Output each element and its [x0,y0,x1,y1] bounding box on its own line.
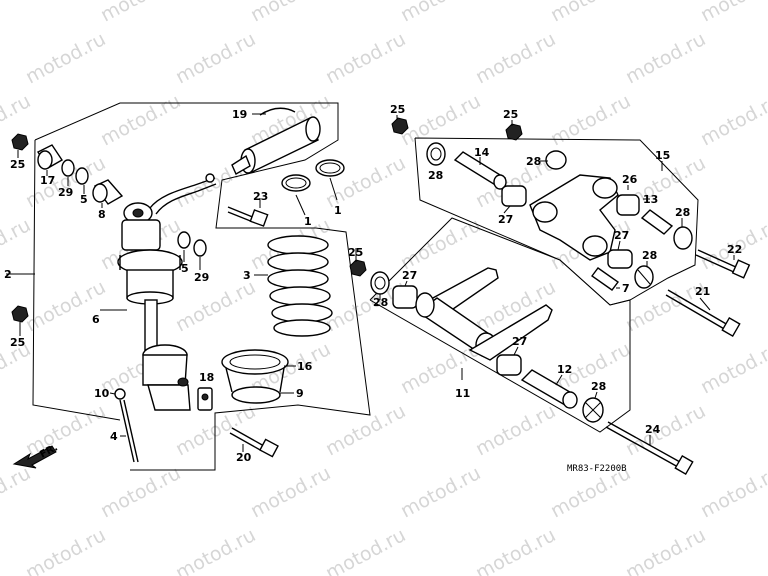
callout-28-f: 28 [591,380,606,393]
link-assembly-boundary [414,137,699,306]
callout-25-b: 25 [10,336,25,349]
front-arrow: FR. [12,442,60,469]
callout-29-b: 29 [194,271,209,284]
callout-28-b: 28 [526,155,541,168]
callout-7: 7 [622,282,630,295]
callout-25-d: 25 [390,103,405,116]
shock-assembly-boundary [6,102,371,471]
callout-labels: 1 1 2 3 4 5 5 6 7 8 9 10 11 12 13 14 15 … [4,103,742,464]
link-arms [370,267,604,423]
bolt-23 [227,206,269,227]
callout-23: 23 [253,190,268,203]
callout-14: 14 [474,146,490,159]
callout-13: 13 [643,193,658,206]
front-label: FR. [38,442,60,460]
callout-2: 2 [4,268,12,281]
spring-seat [221,349,289,404]
callout-3: 3 [243,269,251,282]
callout-25-e: 25 [503,108,518,121]
callout-27-b: 27 [614,229,629,242]
callout-27-c: 27 [402,269,417,282]
callout-5: 5 [80,193,88,206]
link-arm-boundary [369,217,631,433]
callout-15: 15 [655,149,670,162]
callout-17: 17 [40,174,55,187]
cushion-link [391,117,693,291]
callout-9: 9 [296,387,304,400]
spring [267,235,333,337]
callout-26: 26 [622,173,638,186]
callout-22: 22 [727,243,742,256]
reservoir [205,107,321,183]
left-small-parts [11,133,367,463]
callout-28-e: 28 [373,296,388,309]
callout-12: 12 [557,363,572,376]
callout-27-a: 27 [498,213,513,226]
leader-lines [17,113,735,452]
callout-1: 1 [304,215,312,228]
callout-20: 20 [236,451,252,464]
hose-clamps [281,159,345,216]
shock-absorber [117,177,217,411]
callout-19: 19 [232,108,247,121]
callout-29-a: 29 [58,186,73,199]
callout-8: 8 [98,208,106,221]
callout-18: 18 [199,371,214,384]
callout-28-a: 28 [428,169,443,182]
callout-27-d: 27 [512,335,527,348]
callout-25-a: 25 [10,158,25,171]
bolts-right [605,249,751,476]
callout-6: 6 [92,313,100,326]
callout-16: 16 [297,360,313,373]
callout-10: 10 [94,387,110,400]
callout-25-c: 25 [348,246,363,259]
callout-28-c: 28 [675,206,690,219]
callout-5-b: 5 [181,262,189,275]
diagram-code: MR83-F2200B [567,464,627,474]
callout-24: 24 [645,423,661,436]
callout-11: 11 [455,387,470,400]
callout-4: 4 [110,430,118,443]
callout-21: 21 [695,285,710,298]
callout-28-d: 28 [642,249,657,262]
callout-1-b: 1 [334,204,342,217]
